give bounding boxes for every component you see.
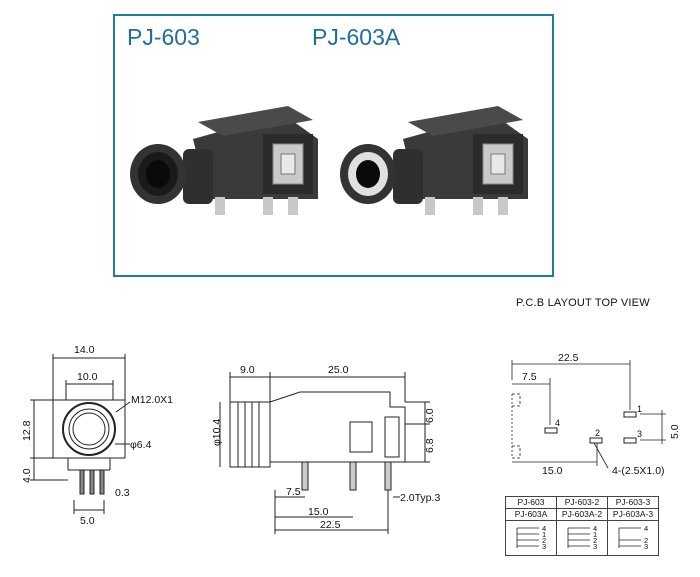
dim-width: 14.0 <box>74 344 95 356</box>
variant-cell: PJ-603 <box>505 496 557 509</box>
model-label-pj603: PJ-603 <box>127 24 200 50</box>
pad-label-3: 2 <box>595 428 600 438</box>
dim-top-pin: 6.0 <box>424 408 436 423</box>
dim-mid-pin: 6.8 <box>424 438 436 453</box>
variant-row: PJ-603 PJ-603-2 PJ-603-3 <box>505 496 659 509</box>
pad-4 <box>544 427 558 434</box>
variant-cell: PJ-603-2 <box>556 496 608 509</box>
pcb-dim-second: 15.0 <box>542 465 563 477</box>
dim-pin-typ: 2.0Typ.3 <box>400 492 440 504</box>
svg-text:4: 4 <box>542 524 546 533</box>
jack-photos <box>130 106 528 215</box>
dim-pin1: 7.5 <box>286 486 301 498</box>
dim-pin2: 15.0 <box>308 506 329 518</box>
pcb-layout-title: P.C.B LAYOUT TOP VIEW <box>516 297 650 309</box>
dim-hole-dia: φ6.4 <box>130 439 152 451</box>
svg-text:4: 4 <box>593 524 597 533</box>
schematic-icon: 41 23 <box>516 524 546 551</box>
jack-image-pj603 <box>130 106 318 215</box>
dim-overall: 22.5 <box>320 519 341 531</box>
svg-text:1: 1 <box>542 530 546 539</box>
dim-pin-pitch: 5.0 <box>80 515 95 527</box>
variant-cell: PJ-603A-2 <box>556 508 608 521</box>
pad-2 <box>623 437 637 444</box>
pcb-dim-pad-size: 4-(2.5X1.0) <box>612 465 665 477</box>
jack-image-pj603a <box>340 106 528 215</box>
svg-text:3: 3 <box>644 542 648 551</box>
variant-cell: PJ-603A-3 <box>607 508 659 521</box>
svg-text:2: 2 <box>593 536 597 545</box>
svg-text:3: 3 <box>542 542 546 551</box>
variant-cell: PJ-603A <box>505 508 557 521</box>
variant-table: PJ-603 PJ-603-2 PJ-603-3 PJ-603A PJ-603A… <box>505 496 659 556</box>
svg-text:4: 4 <box>644 524 648 533</box>
dim-body-length: 25.0 <box>328 364 349 376</box>
variant-cell: PJ-603-3 <box>607 496 659 509</box>
front-view-drawing: 14.0 10.0 M12.0X1 φ6.4 12.8 4.0 0.3 5.0 <box>21 344 173 527</box>
side-view-drawing: 9.0 25.0 φ10.4 6.0 6.8 7.5 15.0 22.5 2.0… <box>211 364 440 534</box>
variant-row: PJ-603A PJ-603A-2 PJ-603A-3 <box>505 508 659 521</box>
schematic-icon: 41 23 <box>567 524 597 551</box>
pcb-layout-drawing: 1 3 2 4 22.5 7.5 15.0 5.0 4-(2.5X1.0) <box>511 352 681 477</box>
model-label-pj603a: PJ-603A <box>312 24 401 50</box>
dim-height: 12.8 <box>21 420 33 441</box>
svg-text:2: 2 <box>644 536 648 545</box>
pcb-dim-overall: 22.5 <box>558 352 579 364</box>
dim-pin-height: 4.0 <box>21 468 33 483</box>
pad-3 <box>589 437 603 444</box>
pad-1 <box>623 411 637 418</box>
svg-text:2: 2 <box>542 536 546 545</box>
schematic-pj603-3: 4 2 3 <box>607 520 659 556</box>
dim-nose-length: 9.0 <box>240 364 255 376</box>
pcb-dim-first: 7.5 <box>522 371 537 383</box>
dim-pin-offset: 0.3 <box>115 487 130 499</box>
pad-label-1: 1 <box>637 404 642 414</box>
svg-text:1: 1 <box>593 530 597 539</box>
pcb-dim-height: 5.0 <box>669 424 681 439</box>
svg-text:3: 3 <box>593 542 597 551</box>
dim-inner-width: 10.0 <box>77 371 98 383</box>
pad-label-4: 4 <box>555 418 560 428</box>
dim-nose-dia: φ10.4 <box>211 419 223 446</box>
dim-thread: M12.0X1 <box>131 394 173 406</box>
schematic-icon: 4 2 3 <box>618 524 648 551</box>
pad-label-2: 3 <box>637 429 642 439</box>
